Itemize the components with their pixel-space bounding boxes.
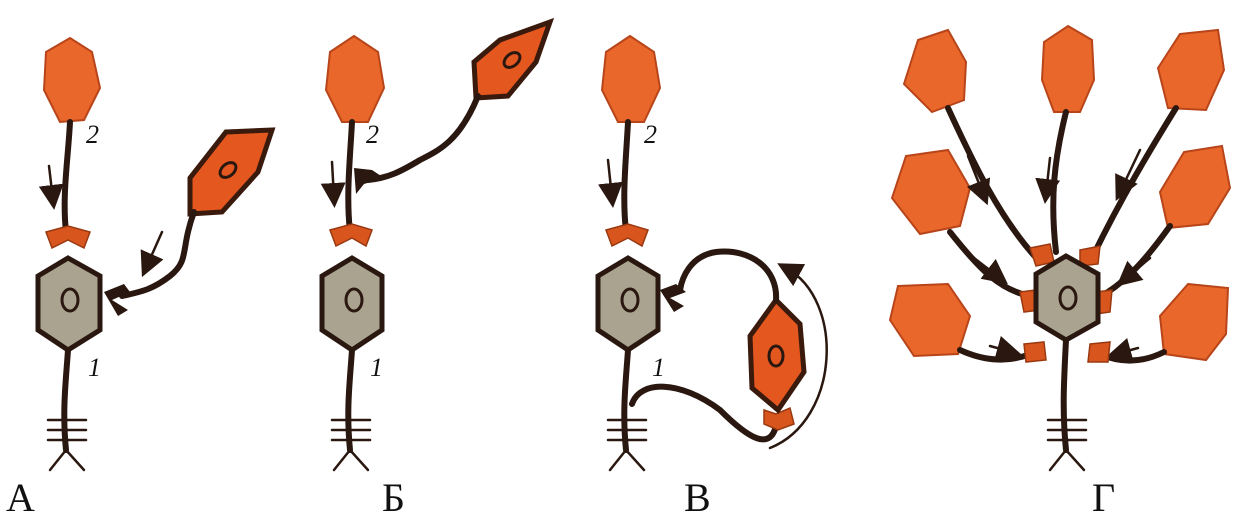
target-neuron xyxy=(1036,256,1098,340)
collateral-to-inhibitory xyxy=(632,387,776,440)
flow-arrow xyxy=(608,160,612,198)
presynaptic-neuron xyxy=(1160,284,1228,360)
presynaptic-neuron-2 xyxy=(602,36,660,122)
flow-arrow xyxy=(1124,258,1150,280)
excitatory-neuron xyxy=(474,22,550,98)
axon xyxy=(1053,112,1066,252)
panel-c: 2 1 xyxy=(598,36,827,470)
label-1: 1 xyxy=(370,353,383,382)
flow-arrow xyxy=(1116,348,1138,354)
label-2: 2 xyxy=(86,120,99,149)
target-neuron-1 xyxy=(322,258,382,350)
label-2: 2 xyxy=(366,120,379,149)
excitatory-neuron xyxy=(190,130,272,214)
presynaptic-neuron xyxy=(1158,30,1224,110)
label-1: 1 xyxy=(88,353,101,382)
flow-arrow xyxy=(146,232,162,268)
flow-arrow xyxy=(1046,158,1050,194)
presynaptic-neuron xyxy=(904,30,966,112)
presynaptic-neuron xyxy=(892,150,970,234)
label-1: 1 xyxy=(652,353,665,382)
flow-arrow xyxy=(332,162,334,198)
synapse-top xyxy=(46,226,90,248)
axon-neuron-2 xyxy=(348,122,352,232)
panel-d xyxy=(890,26,1230,470)
axon-neuron-1 xyxy=(348,350,352,450)
synapse xyxy=(1088,342,1110,362)
axon-neuron-1 xyxy=(64,350,68,450)
synapse-top xyxy=(606,224,648,246)
presynaptic-neuron xyxy=(1160,146,1230,228)
axon xyxy=(960,350,1030,360)
inhibitory-neuron xyxy=(750,300,804,410)
flow-arrow xyxy=(990,346,1012,352)
axon-neuron-2 xyxy=(65,122,70,232)
target-neuron-1 xyxy=(38,258,100,350)
panel-b: 2 1 xyxy=(322,22,550,470)
panel-label-c: В xyxy=(684,478,711,518)
axon-excitatory xyxy=(368,96,478,180)
axon-neuron-2 xyxy=(624,122,628,232)
panel-label-d: Г xyxy=(1092,478,1115,518)
panel-a: 2 1 xyxy=(38,38,272,470)
panel-label-a: А xyxy=(6,478,35,518)
panel-label-b: Б xyxy=(382,478,405,518)
axon-neuron-1 xyxy=(624,350,628,450)
synapse xyxy=(1024,342,1046,362)
axon xyxy=(1098,226,1170,298)
presynaptic-neuron xyxy=(890,284,970,356)
label-2: 2 xyxy=(644,120,657,149)
axon xyxy=(950,232,1030,296)
axon-excitatory xyxy=(122,212,194,296)
synapse-side xyxy=(104,284,130,316)
presynaptic-neuron-2 xyxy=(326,36,384,122)
flow-arrow xyxy=(49,166,53,200)
synapse-top xyxy=(330,224,372,246)
presynaptic-neuron-2 xyxy=(44,38,100,122)
axon-inhibitory xyxy=(680,252,776,300)
presynaptic-neuron xyxy=(1042,26,1094,112)
axon-target xyxy=(1064,340,1066,450)
target-neuron-1 xyxy=(598,258,658,350)
